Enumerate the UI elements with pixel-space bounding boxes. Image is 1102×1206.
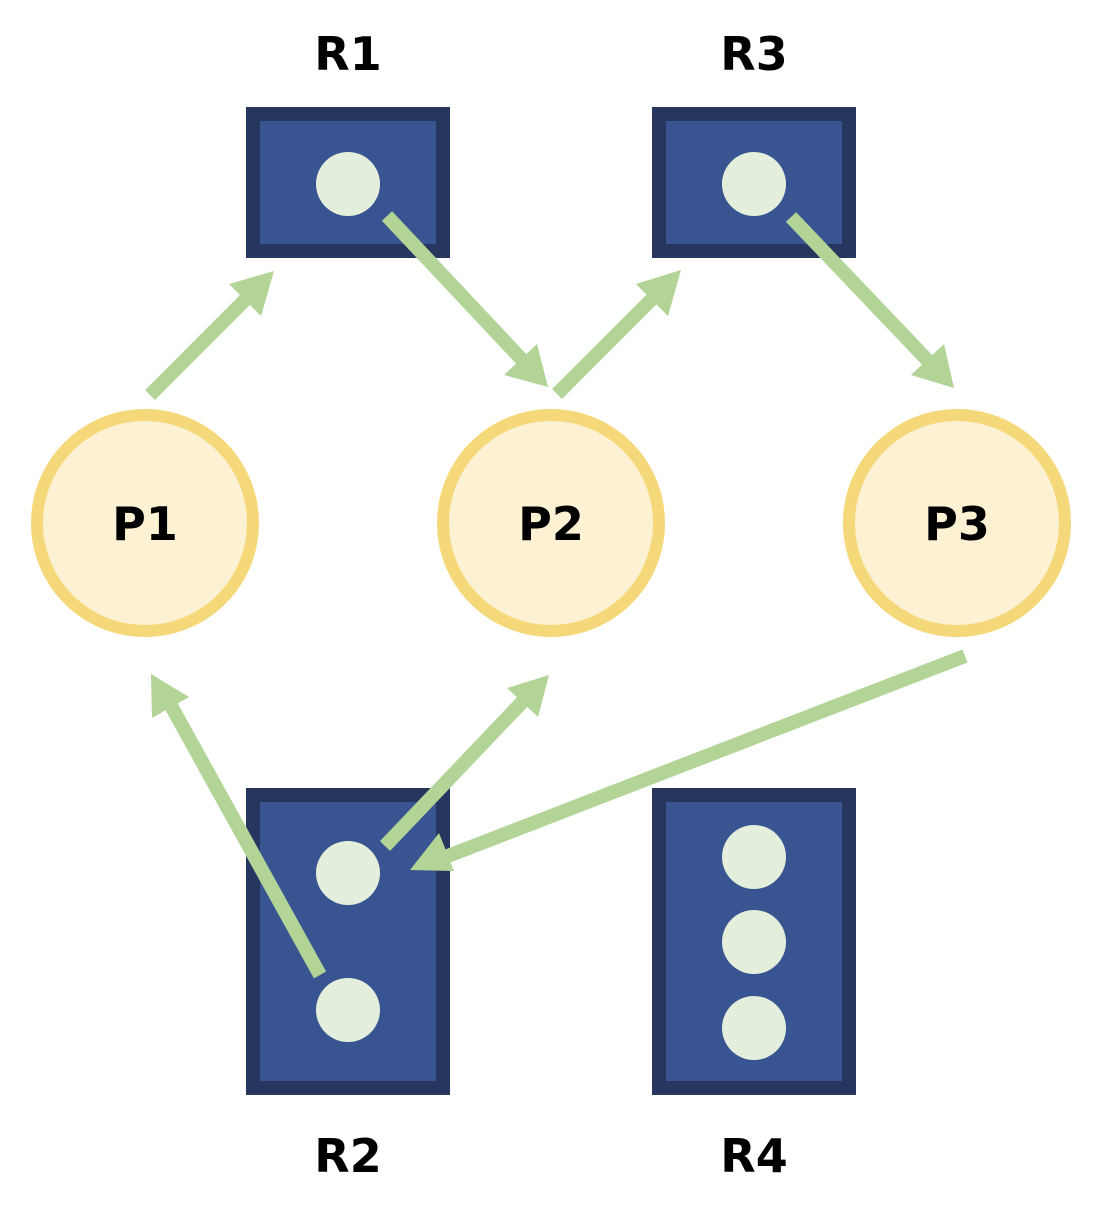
- resource-r3-instance: [722, 152, 786, 216]
- edge-p1-to-r1: [145, 271, 274, 400]
- resource-r3: R3: [652, 27, 856, 258]
- process-p1: P1: [31, 409, 259, 637]
- resource-r1-box: [246, 107, 450, 258]
- process-p1-label: P1: [112, 497, 178, 551]
- resource-r4-instance: [722, 825, 786, 889]
- resource-r4: R4: [652, 788, 856, 1183]
- process-p3: P3: [843, 409, 1071, 637]
- edge-r2-to-p1: [151, 674, 327, 979]
- resource-r2-instance: [316, 841, 380, 905]
- edge-p2-to-r3: [552, 270, 681, 399]
- process-p2: P2: [437, 409, 665, 637]
- process-p1-node: [31, 409, 259, 637]
- resource-r1-instance: [316, 152, 380, 216]
- resource-r2-instance: [316, 978, 380, 1042]
- process-p3-node: [843, 409, 1071, 637]
- edge-p3-to-r2: [410, 649, 968, 871]
- edge-r2-to-p2: [379, 675, 549, 851]
- resource-r4-label: R4: [720, 1129, 787, 1183]
- resource-r4-instance: [722, 996, 786, 1060]
- resource-r2-box: [246, 788, 450, 1095]
- resource-r2: R2: [246, 788, 450, 1183]
- resource-r4-instance: [722, 910, 786, 974]
- process-p3-label: P3: [924, 497, 990, 551]
- resource-r3-label: R3: [720, 27, 787, 81]
- resource-r2-label: R2: [314, 1129, 381, 1183]
- process-p2-node: [437, 409, 665, 637]
- edge-r1-to-p2: [381, 211, 548, 387]
- edges: [145, 211, 968, 979]
- resource-r1-label: R1: [314, 27, 381, 81]
- process-p2-label: P2: [518, 497, 584, 551]
- resource-r1: R1: [246, 27, 450, 258]
- edge-r3-to-p3: [785, 212, 954, 388]
